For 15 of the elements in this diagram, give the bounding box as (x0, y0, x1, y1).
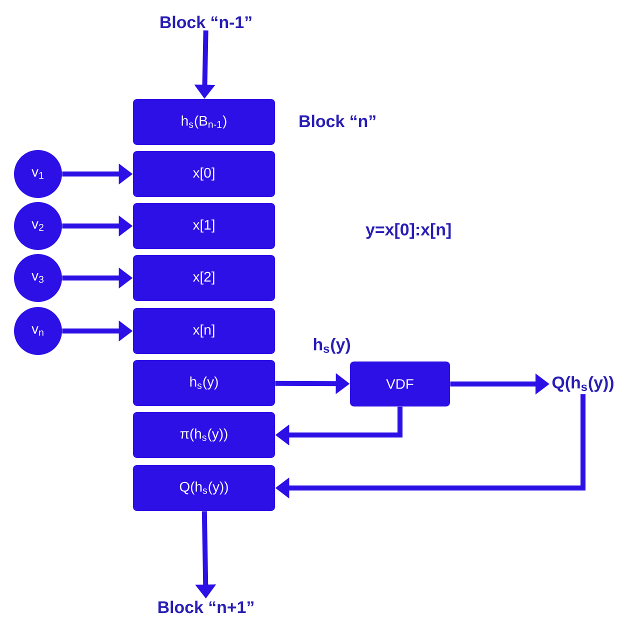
block-label: Q(h$_{s}$(y)) (552, 376, 614, 392)
process-box: VDF (350, 362, 450, 406)
process-box: h$_{s}$(B$_{n-1}$) (133, 99, 275, 145)
process-box: π(h$_{s}$(y)) (133, 412, 275, 458)
node-caption: h$_{s}$(y) (314, 338, 350, 354)
process-box: x[0] (133, 151, 275, 197)
process-box: h$_{s}$(y) (133, 360, 275, 406)
process-box: Q(h$_{s}$(y)) (133, 465, 275, 511)
process-box: x[1] (133, 203, 275, 249)
text-label: Block “n” (300, 114, 376, 128)
process-box: x[2] (133, 255, 275, 301)
text-label: y=x[0]:x[n] (366, 223, 451, 239)
block-label: Block “n+1” (158, 600, 254, 614)
process-box: x[n] (133, 308, 275, 354)
block-label: Block “n-1” (160, 16, 252, 28)
